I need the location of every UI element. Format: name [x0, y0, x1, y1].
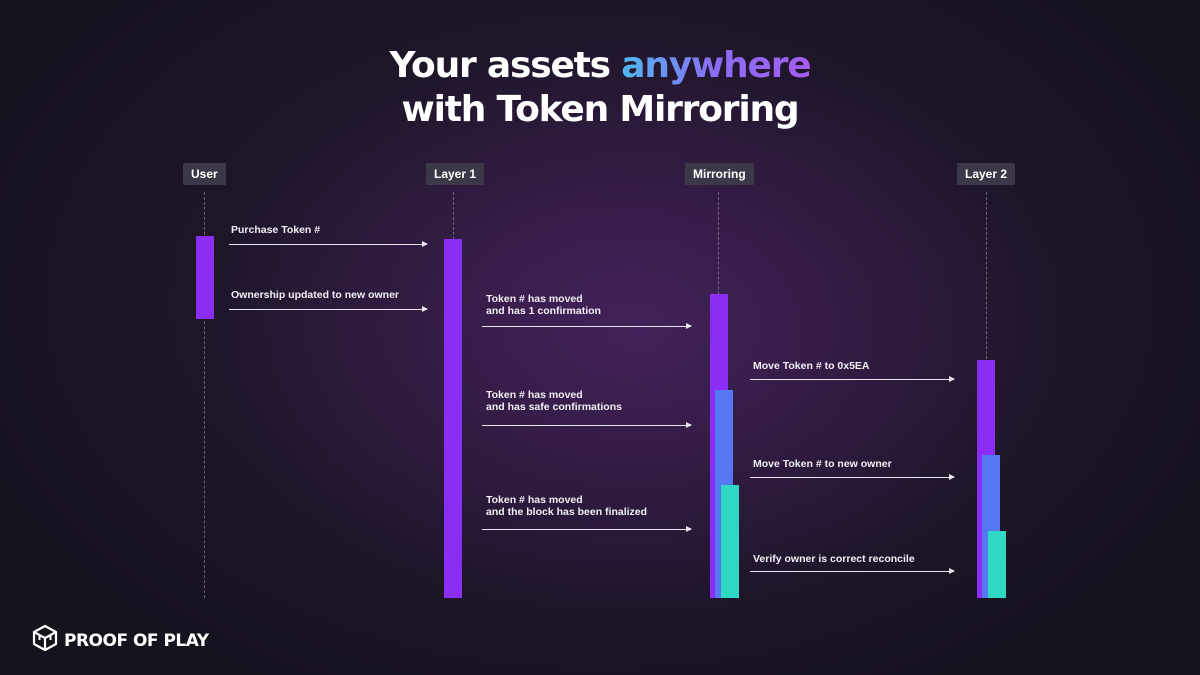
arrow-moved-finalized — [482, 525, 692, 533]
arrow-ownership-updated — [229, 305, 428, 313]
lifeline-user — [204, 192, 205, 598]
title-line-2: with Token Mirroring — [401, 89, 800, 130]
participant-layer1: Layer 1 — [426, 163, 485, 185]
activation-mirroring-3 — [721, 485, 739, 598]
cube-logo-icon — [32, 624, 58, 657]
activation-layer1 — [444, 239, 462, 598]
message-moved-safe-confirmations: Token # has moved and has safe confirmat… — [486, 389, 622, 413]
message-purchase-token: Purchase Token # — [231, 224, 321, 236]
message-line: Token # has moved — [486, 293, 583, 305]
message-moved-1-confirmation: Token # has moved and has 1 confirmation — [486, 293, 601, 317]
message-moved-finalized: Token # has moved and the block has been… — [486, 494, 647, 518]
arrow-purchase-token — [229, 240, 428, 248]
activation-layer2-3 — [988, 531, 1006, 598]
page-title: Your assets anywhere with Token Mirrorin… — [0, 44, 1200, 132]
message-move-to-0x5ea: Move Token # to 0x5EA — [753, 360, 870, 372]
message-ownership-updated: Ownership updated to new owner — [231, 289, 400, 301]
arrow-move-to-new-owner — [750, 473, 955, 481]
brand-logo: PROOF OF PLAY — [32, 624, 209, 657]
brand-name: PROOF OF PLAY — [64, 630, 209, 651]
message-line: Token # has moved — [486, 494, 583, 506]
title-line-1: Your assets anywhere — [0, 44, 1200, 88]
activation-user — [196, 236, 214, 319]
message-line: and the block has been finalized — [486, 506, 648, 518]
message-line: and has 1 confirmation — [486, 305, 601, 317]
participant-layer2: Layer 2 — [957, 163, 1016, 185]
message-verify-owner: Verify owner is correct reconcile — [753, 553, 915, 565]
arrow-moved-safe-confirmations — [482, 421, 692, 429]
arrow-moved-1-confirmation — [482, 322, 692, 330]
title-accent: anywhere — [621, 45, 811, 86]
title-text: Your assets — [389, 45, 622, 86]
message-line: Token # has moved — [486, 389, 583, 401]
participant-user: User — [183, 163, 226, 185]
message-move-to-new-owner: Move Token # to new owner — [753, 458, 892, 470]
participant-mirroring: Mirroring — [685, 163, 754, 185]
arrow-move-to-0x5ea — [750, 375, 955, 383]
arrow-verify-owner — [750, 567, 955, 575]
message-line: and has safe confirmations — [486, 401, 622, 413]
